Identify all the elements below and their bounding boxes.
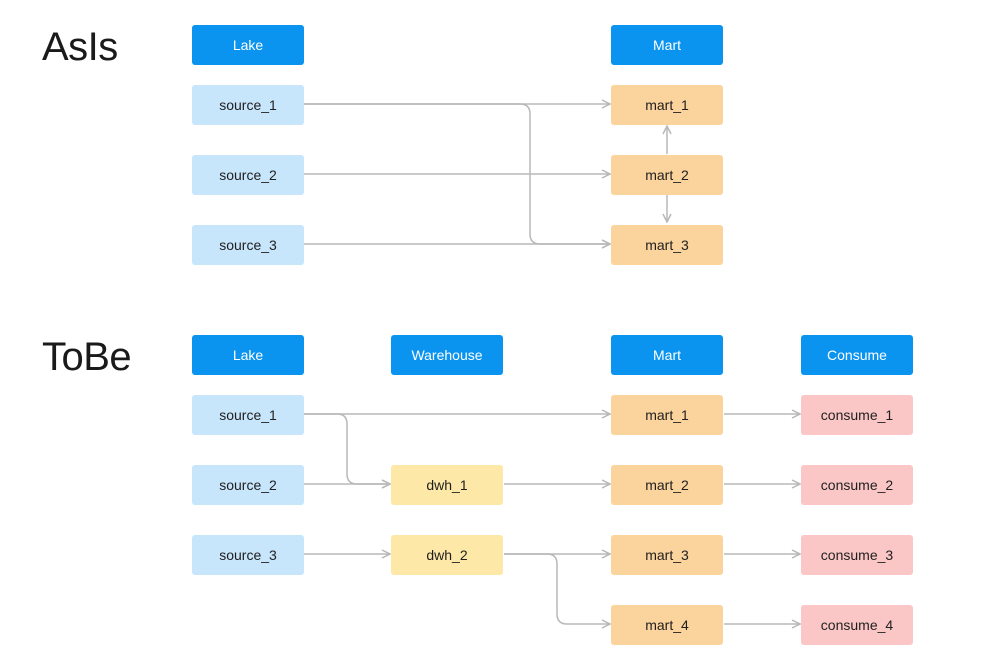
asis-title: AsIs — [42, 25, 118, 69]
tobe-node-dwh-1[interactable]: dwh_1 — [391, 465, 503, 505]
tobe-node-mart-1[interactable]: mart_1 — [611, 395, 723, 435]
asis-node-source-1[interactable]: source_1 — [192, 85, 304, 125]
tobe-node-mart-2[interactable]: mart_2 — [611, 465, 723, 505]
asis-node-mart-1[interactable]: mart_1 — [611, 85, 723, 125]
asis-node-source-2[interactable]: source_2 — [192, 155, 304, 195]
tobe-node-source-1[interactable]: source_1 — [192, 395, 304, 435]
asis-node-mart-2[interactable]: mart_2 — [611, 155, 723, 195]
tobe-header-lake: Lake — [192, 335, 304, 375]
asis-header-lake: Lake — [192, 25, 304, 65]
tobe-node-consume-1[interactable]: consume_1 — [801, 395, 913, 435]
tobe-node-consume-4[interactable]: consume_4 — [801, 605, 913, 645]
tobe-node-mart-3[interactable]: mart_3 — [611, 535, 723, 575]
edge-tobe-dwh2-mart4 — [504, 553, 610, 624]
asis-node-source-3[interactable]: source_3 — [192, 225, 304, 265]
tobe-node-consume-2[interactable]: consume_2 — [801, 465, 913, 505]
tobe-header-warehouse: Warehouse — [391, 335, 503, 375]
tobe-header-consume: Consume — [801, 335, 913, 375]
edge-asis-source1-mart3 — [304, 103, 610, 244]
edge-tobe-source1-dwh1 — [304, 413, 390, 484]
tobe-node-dwh-2[interactable]: dwh_2 — [391, 535, 503, 575]
tobe-header-mart: Mart — [611, 335, 723, 375]
tobe-title: ToBe — [42, 335, 132, 379]
tobe-node-consume-3[interactable]: consume_3 — [801, 535, 913, 575]
tobe-node-source-2[interactable]: source_2 — [192, 465, 304, 505]
tobe-node-mart-4[interactable]: mart_4 — [611, 605, 723, 645]
tobe-node-source-3[interactable]: source_3 — [192, 535, 304, 575]
asis-node-mart-3[interactable]: mart_3 — [611, 225, 723, 265]
asis-header-mart: Mart — [611, 25, 723, 65]
